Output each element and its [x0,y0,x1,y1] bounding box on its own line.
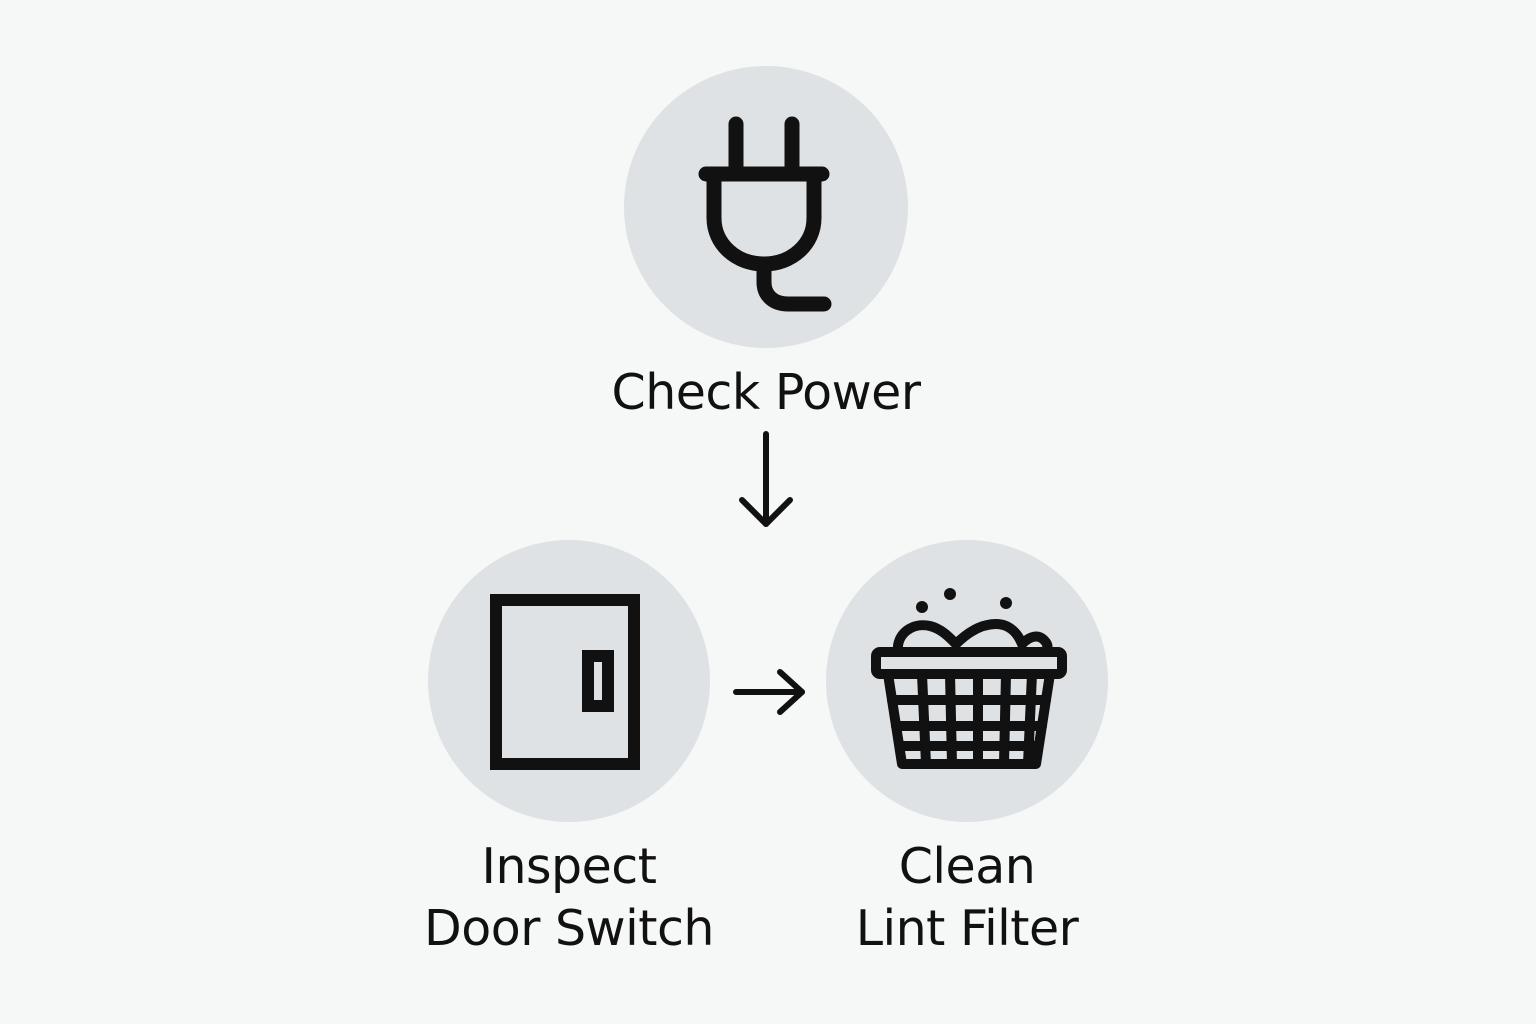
laundry-basket-icon [871,588,1067,769]
arrow-right-icon [733,669,805,715]
inspect-door-switch-label-line-1: Inspect [481,838,657,895]
clean-lint-filter-node [826,540,1108,822]
check-power-label-line-1: Check Power [611,364,921,421]
inspect-door-switch-label: Inspect Door Switch [369,836,769,960]
clean-lint-filter-label: Clean Lint Filter [767,836,1167,960]
check-power-label: Check Power [566,362,966,424]
clean-lint-filter-label-line-1: Clean [898,838,1036,895]
check-power-node [624,66,908,348]
inspect-door-switch-label-line-2: Door Switch [424,900,714,957]
clean-lint-filter-label-line-2: Lint Filter [855,900,1079,957]
arrow-down-icon [739,431,793,527]
inspect-door-switch-node [428,540,710,822]
plug-icon [698,116,832,312]
door-switch-icon [490,594,640,770]
